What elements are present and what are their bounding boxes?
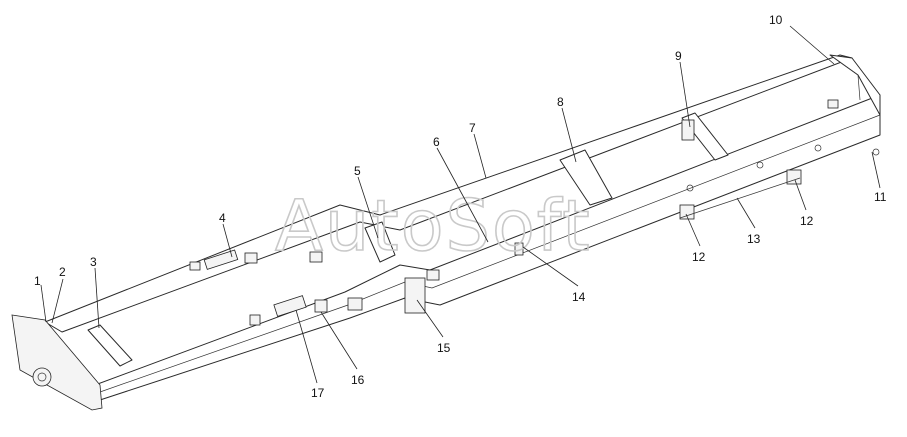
callout-4: 4	[219, 211, 226, 225]
bracket-12a	[679, 204, 695, 220]
callout-10: 10	[769, 13, 783, 27]
bracket-9	[681, 119, 695, 141]
bracket-17	[273, 295, 307, 317]
crossmember-8	[559, 149, 613, 206]
bracket-4	[203, 249, 239, 270]
callout-11: 11	[874, 190, 887, 204]
callout-7: 7	[469, 121, 476, 135]
callout-14: 14	[572, 290, 586, 304]
callout-8: 8	[557, 95, 564, 109]
callout-9: 9	[675, 49, 682, 63]
callout-5: 5	[354, 164, 361, 178]
bracket-12b	[786, 169, 802, 185]
crossmember-3	[87, 324, 133, 367]
callouts: 1 2 3 4 5 6 7 8 9 10 11 12 12 13 14 15 1…	[34, 13, 887, 400]
callout-16: 16	[351, 373, 365, 387]
right-side-member	[94, 94, 881, 401]
callout-17: 17	[311, 386, 325, 400]
callout-15: 15	[437, 341, 451, 355]
callout-13: 13	[747, 232, 761, 246]
tow-hook	[32, 367, 52, 387]
crossmember-mid	[364, 221, 396, 263]
callout-12-right: 12	[800, 214, 814, 228]
callout-6: 6	[433, 135, 440, 149]
callout-3: 3	[90, 255, 97, 269]
chassis-frame	[11, 54, 881, 411]
callout-12-left: 12	[692, 250, 706, 264]
callout-1: 1	[34, 274, 41, 288]
callout-2: 2	[59, 265, 66, 279]
front-bumper-1	[11, 314, 103, 411]
leader-lines	[40, 25, 881, 384]
watermark-text: AutoSoft	[275, 185, 592, 267]
bracket-16	[314, 299, 328, 313]
